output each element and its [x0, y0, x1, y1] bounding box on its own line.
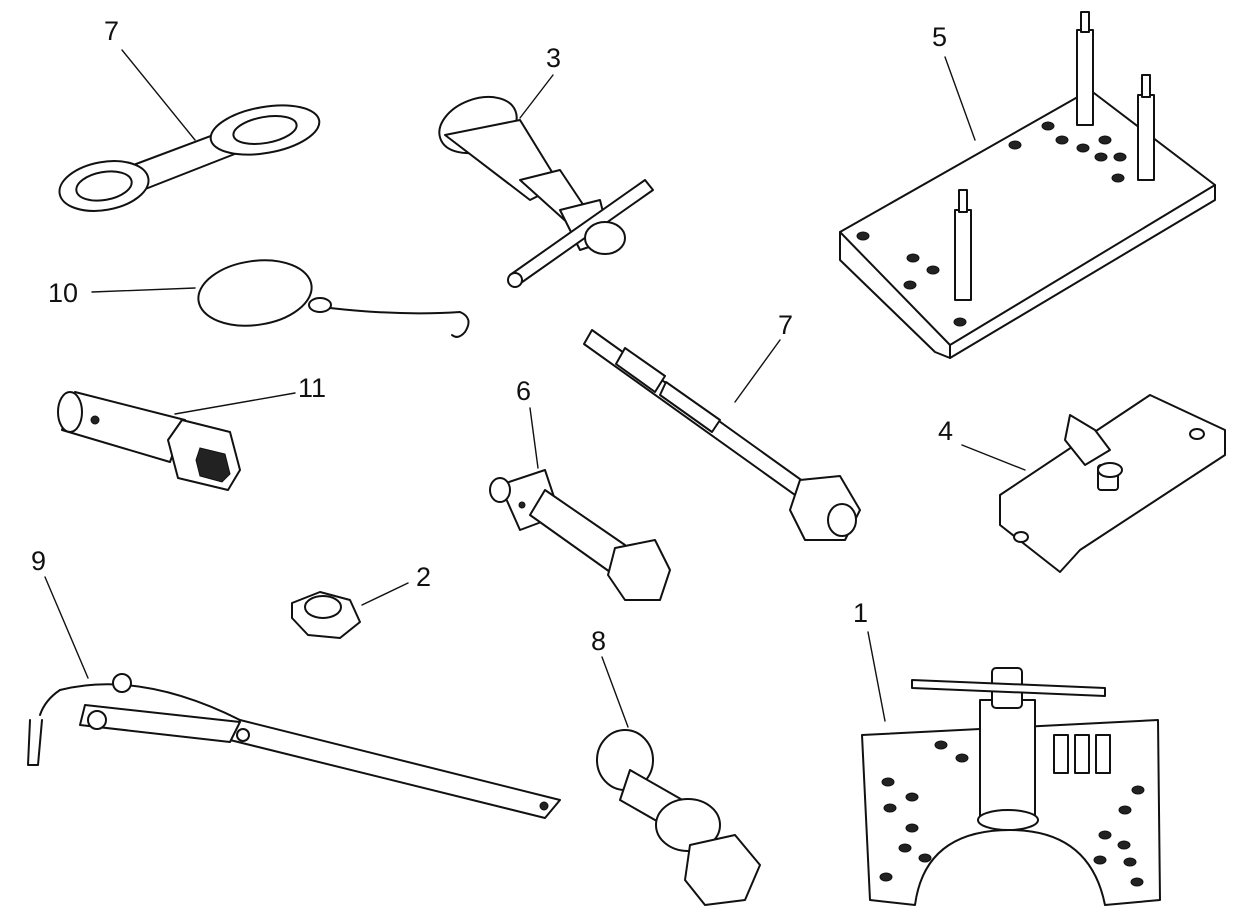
leader-1 — [867, 631, 886, 722]
press-plate — [861, 667, 1161, 906]
hex-nut — [291, 591, 361, 639]
pin-plate — [839, 11, 1216, 359]
callout-3: 3 — [546, 43, 562, 73]
leader-6 — [529, 407, 539, 469]
plate-pins — [954, 11, 1155, 301]
bracket-plate — [999, 394, 1226, 573]
callout-2: 2 — [416, 562, 432, 592]
press-screws — [1053, 734, 1111, 774]
press-holes — [879, 740, 1145, 887]
callout-7-spanner: 7 — [104, 16, 120, 46]
wire-loop-hook — [197, 259, 470, 338]
leader-3 — [519, 74, 554, 119]
callout-1: 1 — [853, 598, 869, 628]
leader-2 — [361, 582, 409, 606]
ring-spanner — [58, 104, 321, 212]
plate-holes — [856, 121, 1127, 327]
leader-7a — [121, 49, 196, 141]
callout-5: 5 — [932, 22, 948, 52]
leader-lines — [44, 49, 1026, 728]
leader-10 — [91, 287, 196, 293]
callout-6: 6 — [516, 376, 532, 406]
callout-11: 11 — [298, 373, 327, 403]
leader-9 — [44, 576, 89, 679]
hex-bolt-pin — [489, 469, 671, 601]
flanged-bolt — [596, 729, 761, 906]
leader-11 — [174, 392, 296, 415]
leader-8 — [601, 656, 629, 728]
callout-10: 10 — [48, 278, 79, 308]
leader-5 — [944, 56, 976, 141]
callout-8: 8 — [591, 626, 607, 656]
callout-4: 4 — [938, 416, 954, 446]
leader-4 — [961, 444, 1026, 471]
t-handle-puller — [438, 95, 654, 288]
box-spanner — [57, 391, 241, 491]
leader-7b — [734, 339, 781, 403]
callout-7-rod: 7 — [778, 310, 794, 340]
threaded-rod — [583, 329, 861, 541]
callout-9: 9 — [31, 546, 47, 576]
flat-lever-clamp — [27, 673, 561, 819]
